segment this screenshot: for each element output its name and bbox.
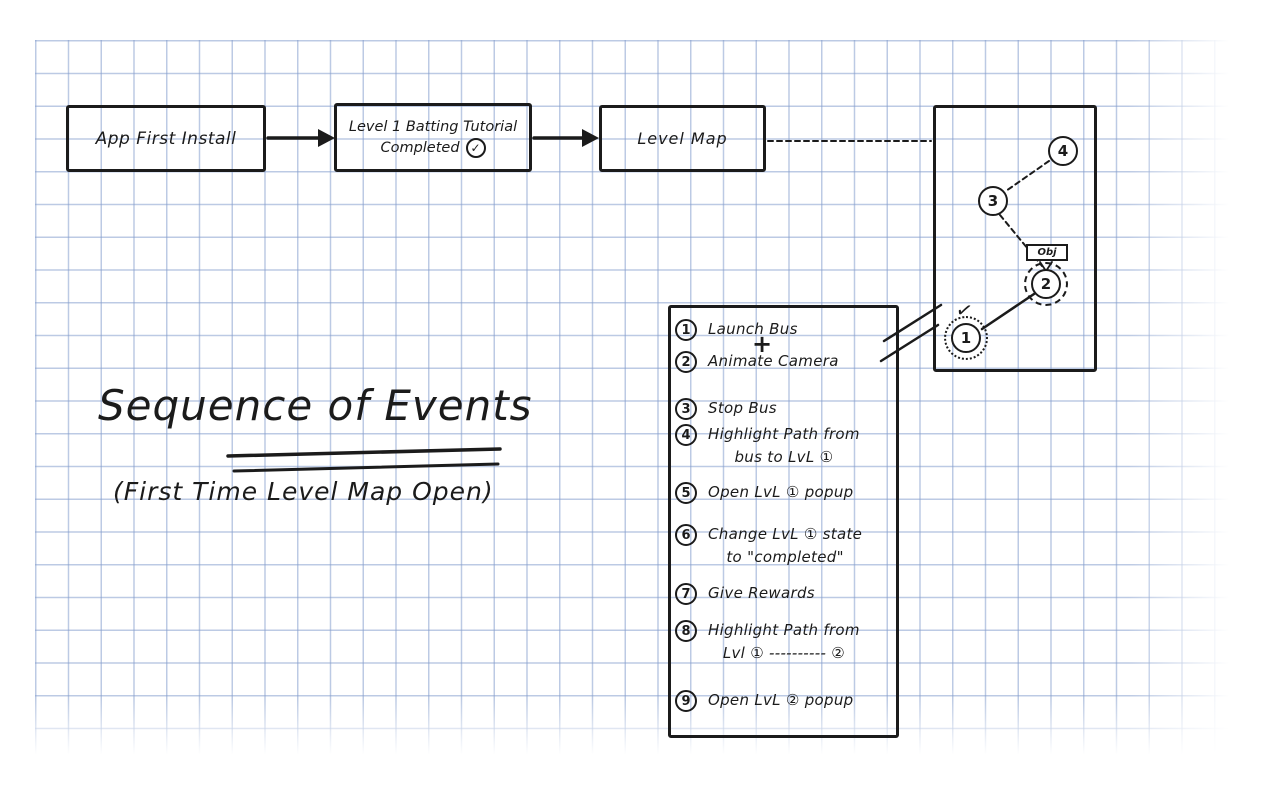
grid-background xyxy=(35,40,1238,758)
event-item-9: 9 Open LvL ② popup xyxy=(675,689,853,712)
event-3-text: Stop Bus xyxy=(708,399,777,417)
event-item-6: 6 Change LvL ① state to "completed" xyxy=(675,523,862,569)
tutorial-box-line1: Level 1 Batting Tutorial xyxy=(348,118,518,135)
event-number-5: 5 xyxy=(675,482,697,504)
event-number-4: 4 xyxy=(675,424,697,446)
node-1-highlight-ring: 1 xyxy=(944,316,988,360)
level-node-3: 3 xyxy=(978,186,1008,216)
event-number-7: 7 xyxy=(675,583,697,605)
event-item-8: 8 Highlight Path from Lvl ① ---------- ② xyxy=(675,619,860,665)
event-2-text: Animate Camera xyxy=(708,352,839,370)
obj-label: Obj xyxy=(1026,244,1068,261)
event-8-text: Highlight Path from xyxy=(708,621,860,639)
event-number-2: 2 xyxy=(675,351,697,373)
tutorial-box-line2: Completed xyxy=(380,139,460,156)
event-8-text-line2: Lvl ① ---------- ② xyxy=(722,644,845,662)
node-2-highlight-ring: 2 xyxy=(1024,262,1068,306)
flow-box-app-first-install: App First Install xyxy=(66,105,266,172)
event-7-text: Give Rewards xyxy=(708,584,815,602)
page-subtitle: (First Time Level Map Open) xyxy=(113,477,494,506)
event-item-4: 4 Highlight Path from bus to LvL ① xyxy=(675,423,860,469)
event-number-6: 6 xyxy=(675,524,697,546)
event-1-text: Launch Bus xyxy=(708,320,798,338)
event-9-text: Open LvL ② popup xyxy=(708,691,854,709)
event-4-text: Highlight Path from xyxy=(708,425,860,443)
event-5-text: Open LvL ① popup xyxy=(708,483,854,501)
flow-box-app-label: App First Install xyxy=(95,128,237,149)
flow-box-level-map: Level Map xyxy=(599,105,766,172)
plus-sign: + xyxy=(752,330,773,358)
event-number-8: 8 xyxy=(675,620,697,642)
completed-check-icon: ✓ xyxy=(465,138,486,158)
level-node-4: 4 xyxy=(1048,136,1078,166)
events-panel: 1 Launch Bus + 2 Animate Camera 3 Stop B… xyxy=(668,305,899,738)
event-number-9: 9 xyxy=(675,690,697,712)
level-node-1: 1 xyxy=(951,323,981,353)
event-item-2: 2 Animate Camera xyxy=(675,350,839,373)
event-item-5: 5 Open LvL ① popup xyxy=(675,481,853,504)
event-6-text-line2: to "completed" xyxy=(726,548,844,566)
event-number-1: 1 xyxy=(675,319,697,341)
event-number-3: 3 xyxy=(675,398,697,420)
event-item-7: 7 Give Rewards xyxy=(675,582,815,605)
level-map-panel: Obj 4 3 2 1 ✓ xyxy=(933,105,1097,372)
event-6-text: Change LvL ① state xyxy=(708,525,863,543)
event-4-text-line2: bus to LvL ① xyxy=(734,448,834,466)
event-item-1: 1 Launch Bus xyxy=(675,318,798,341)
level-node-2: 2 xyxy=(1031,269,1061,299)
page-title: Sequence of Events xyxy=(98,381,533,430)
level-map-box-label: Level Map xyxy=(637,129,728,148)
flow-box-tutorial-completed: Level 1 Batting Tutorial Completed ✓ xyxy=(334,103,532,172)
event-item-3: 3 Stop Bus xyxy=(675,397,777,420)
